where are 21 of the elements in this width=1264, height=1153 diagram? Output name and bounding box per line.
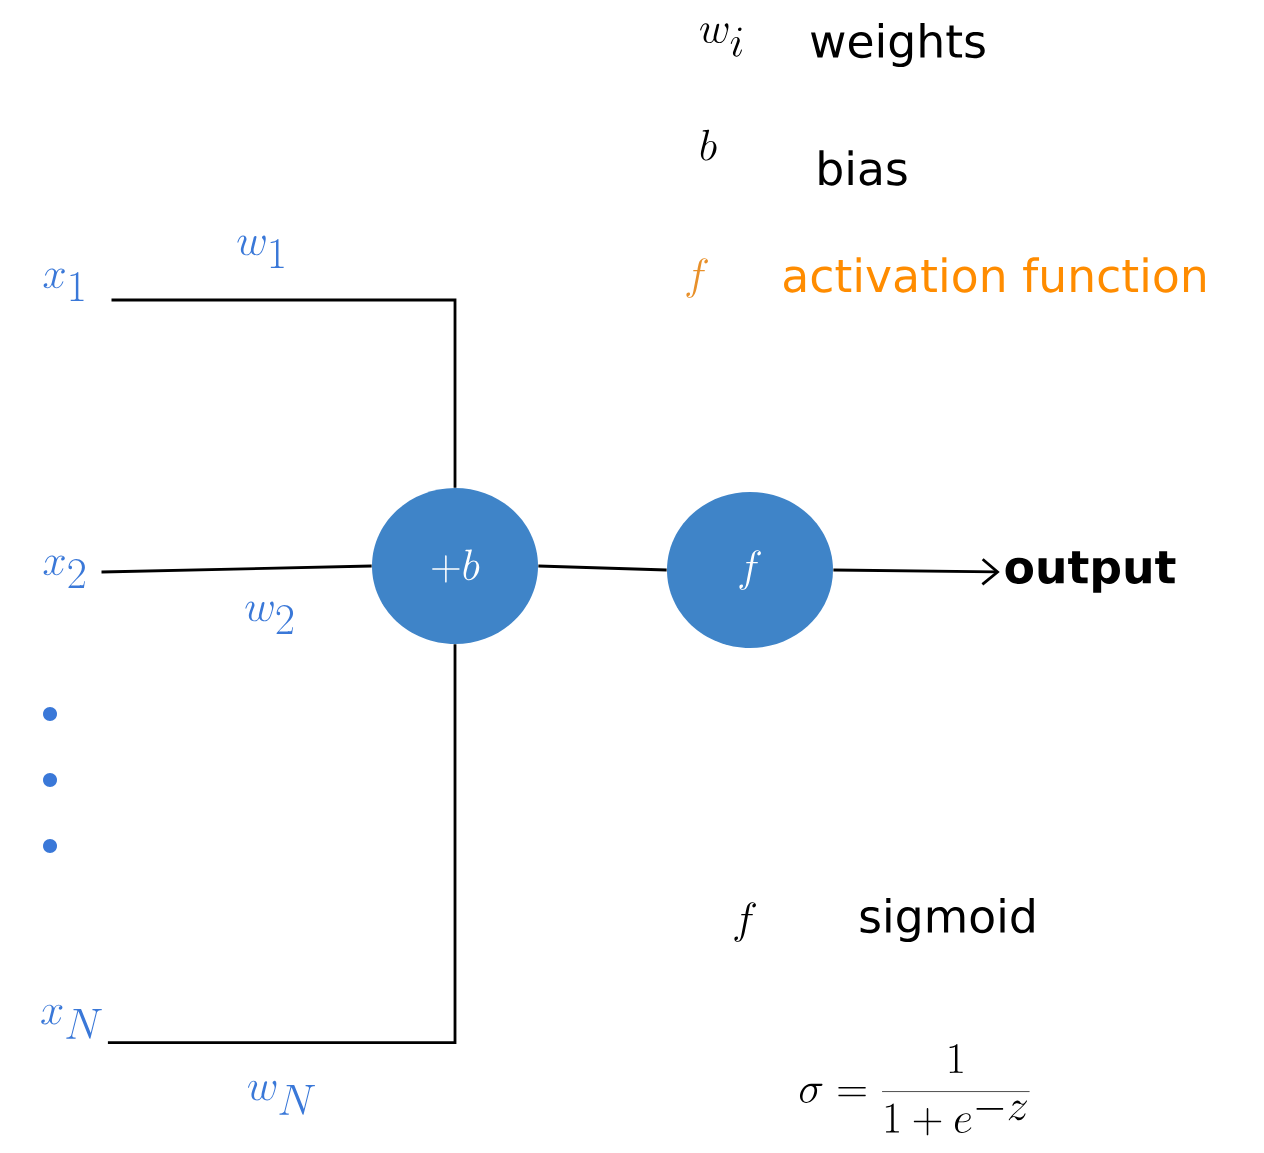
symbol: $f$ — [734, 902, 756, 942]
legend-text: sigmoid — [860, 897, 1034, 943]
connector-line — [538, 564, 667, 572]
input-symbol: $x_1$ — [43, 268, 84, 301]
connector-line — [111, 298, 457, 488]
arrow — [833, 558, 1000, 586]
weight-label: $w_2$ — [245, 601, 294, 634]
legend-text: activation function — [784, 257, 1205, 293]
symbol: $w_i$ — [700, 23, 742, 57]
input-symbol: $x_N$ — [41, 1004, 102, 1039]
symbol: $f$ — [686, 258, 708, 298]
connector-line — [101, 564, 372, 574]
symbol: $b$ — [700, 129, 717, 161]
legend-text: bias — [819, 150, 907, 186]
weight-label: $w_1$ — [237, 235, 284, 268]
connector-line — [107, 644, 457, 1045]
output-label: output — [1005, 551, 1176, 593]
input-symbol: $x_2$ — [43, 555, 85, 588]
weight-label: $w_N$ — [248, 1080, 315, 1115]
formula: $\sigma = \frac{1}{1+e^{-z}}$ — [799, 1044, 1030, 1136]
legend-text: weights — [811, 22, 985, 68]
